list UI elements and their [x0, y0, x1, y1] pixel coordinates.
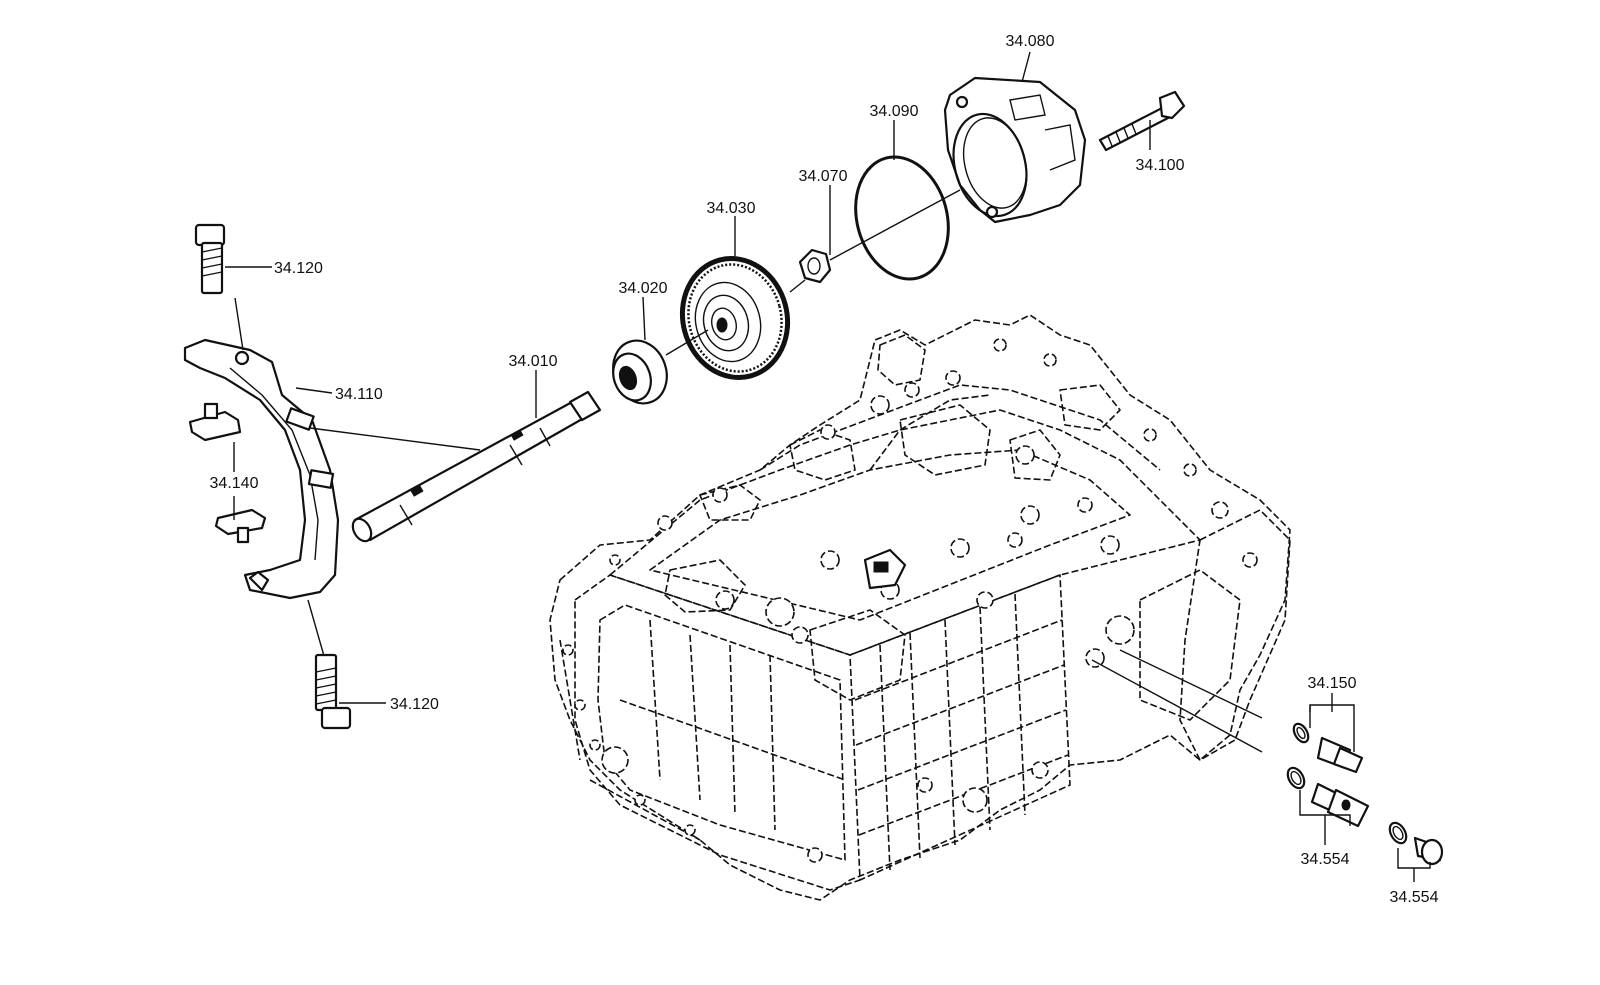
housing-bolt-bosses: [562, 338, 1258, 863]
o-ring: [854, 155, 950, 281]
label-34-090: 34.090: [870, 103, 919, 120]
label-34-110: 34.110: [335, 386, 383, 403]
transmission-housing: [549, 314, 1291, 901]
label-34-150: 34.150: [1308, 675, 1357, 692]
label-34-120-bottom: 34.120: [390, 696, 439, 713]
label-34-030: 34.030: [707, 200, 756, 217]
assembly-lines: [234, 189, 1263, 753]
label-34-100: 34.100: [1136, 157, 1185, 174]
screw-upper: [194, 223, 226, 295]
label-34-554-middle: 34.554: [1301, 851, 1350, 868]
label-34-554-right: 34.554: [1390, 889, 1439, 906]
screw-lower: [314, 653, 352, 730]
shift-shaft: [351, 390, 602, 543]
shift-fork: [183, 338, 340, 600]
pressure-switch: [1286, 766, 1370, 828]
label-34-020: 34.020: [619, 280, 668, 297]
housing-valve-detail: [873, 561, 889, 573]
leader-lines: [225, 51, 1431, 882]
screw-plug: [1388, 821, 1444, 866]
label-34-070: 34.070: [799, 168, 848, 185]
hex-nut: [798, 248, 832, 284]
housing-cover: [943, 76, 1087, 224]
guide-shoe-lower: [214, 508, 267, 544]
label-34-010: 34.010: [509, 353, 558, 370]
sensor-switch: [1292, 722, 1364, 774]
bearing-bush: [612, 339, 668, 405]
gear-wheel: [679, 256, 791, 380]
label-34-120-top: 34.120: [274, 260, 323, 277]
label-34-140: 34.140: [210, 475, 259, 492]
cover-bolt: [1098, 90, 1186, 152]
guide-shoe-upper: [188, 402, 242, 442]
label-34-080: 34.080: [1006, 33, 1055, 50]
part-labels: 34.080 34.090 34.100 34.070 34.030 34.02…: [210, 33, 1439, 906]
